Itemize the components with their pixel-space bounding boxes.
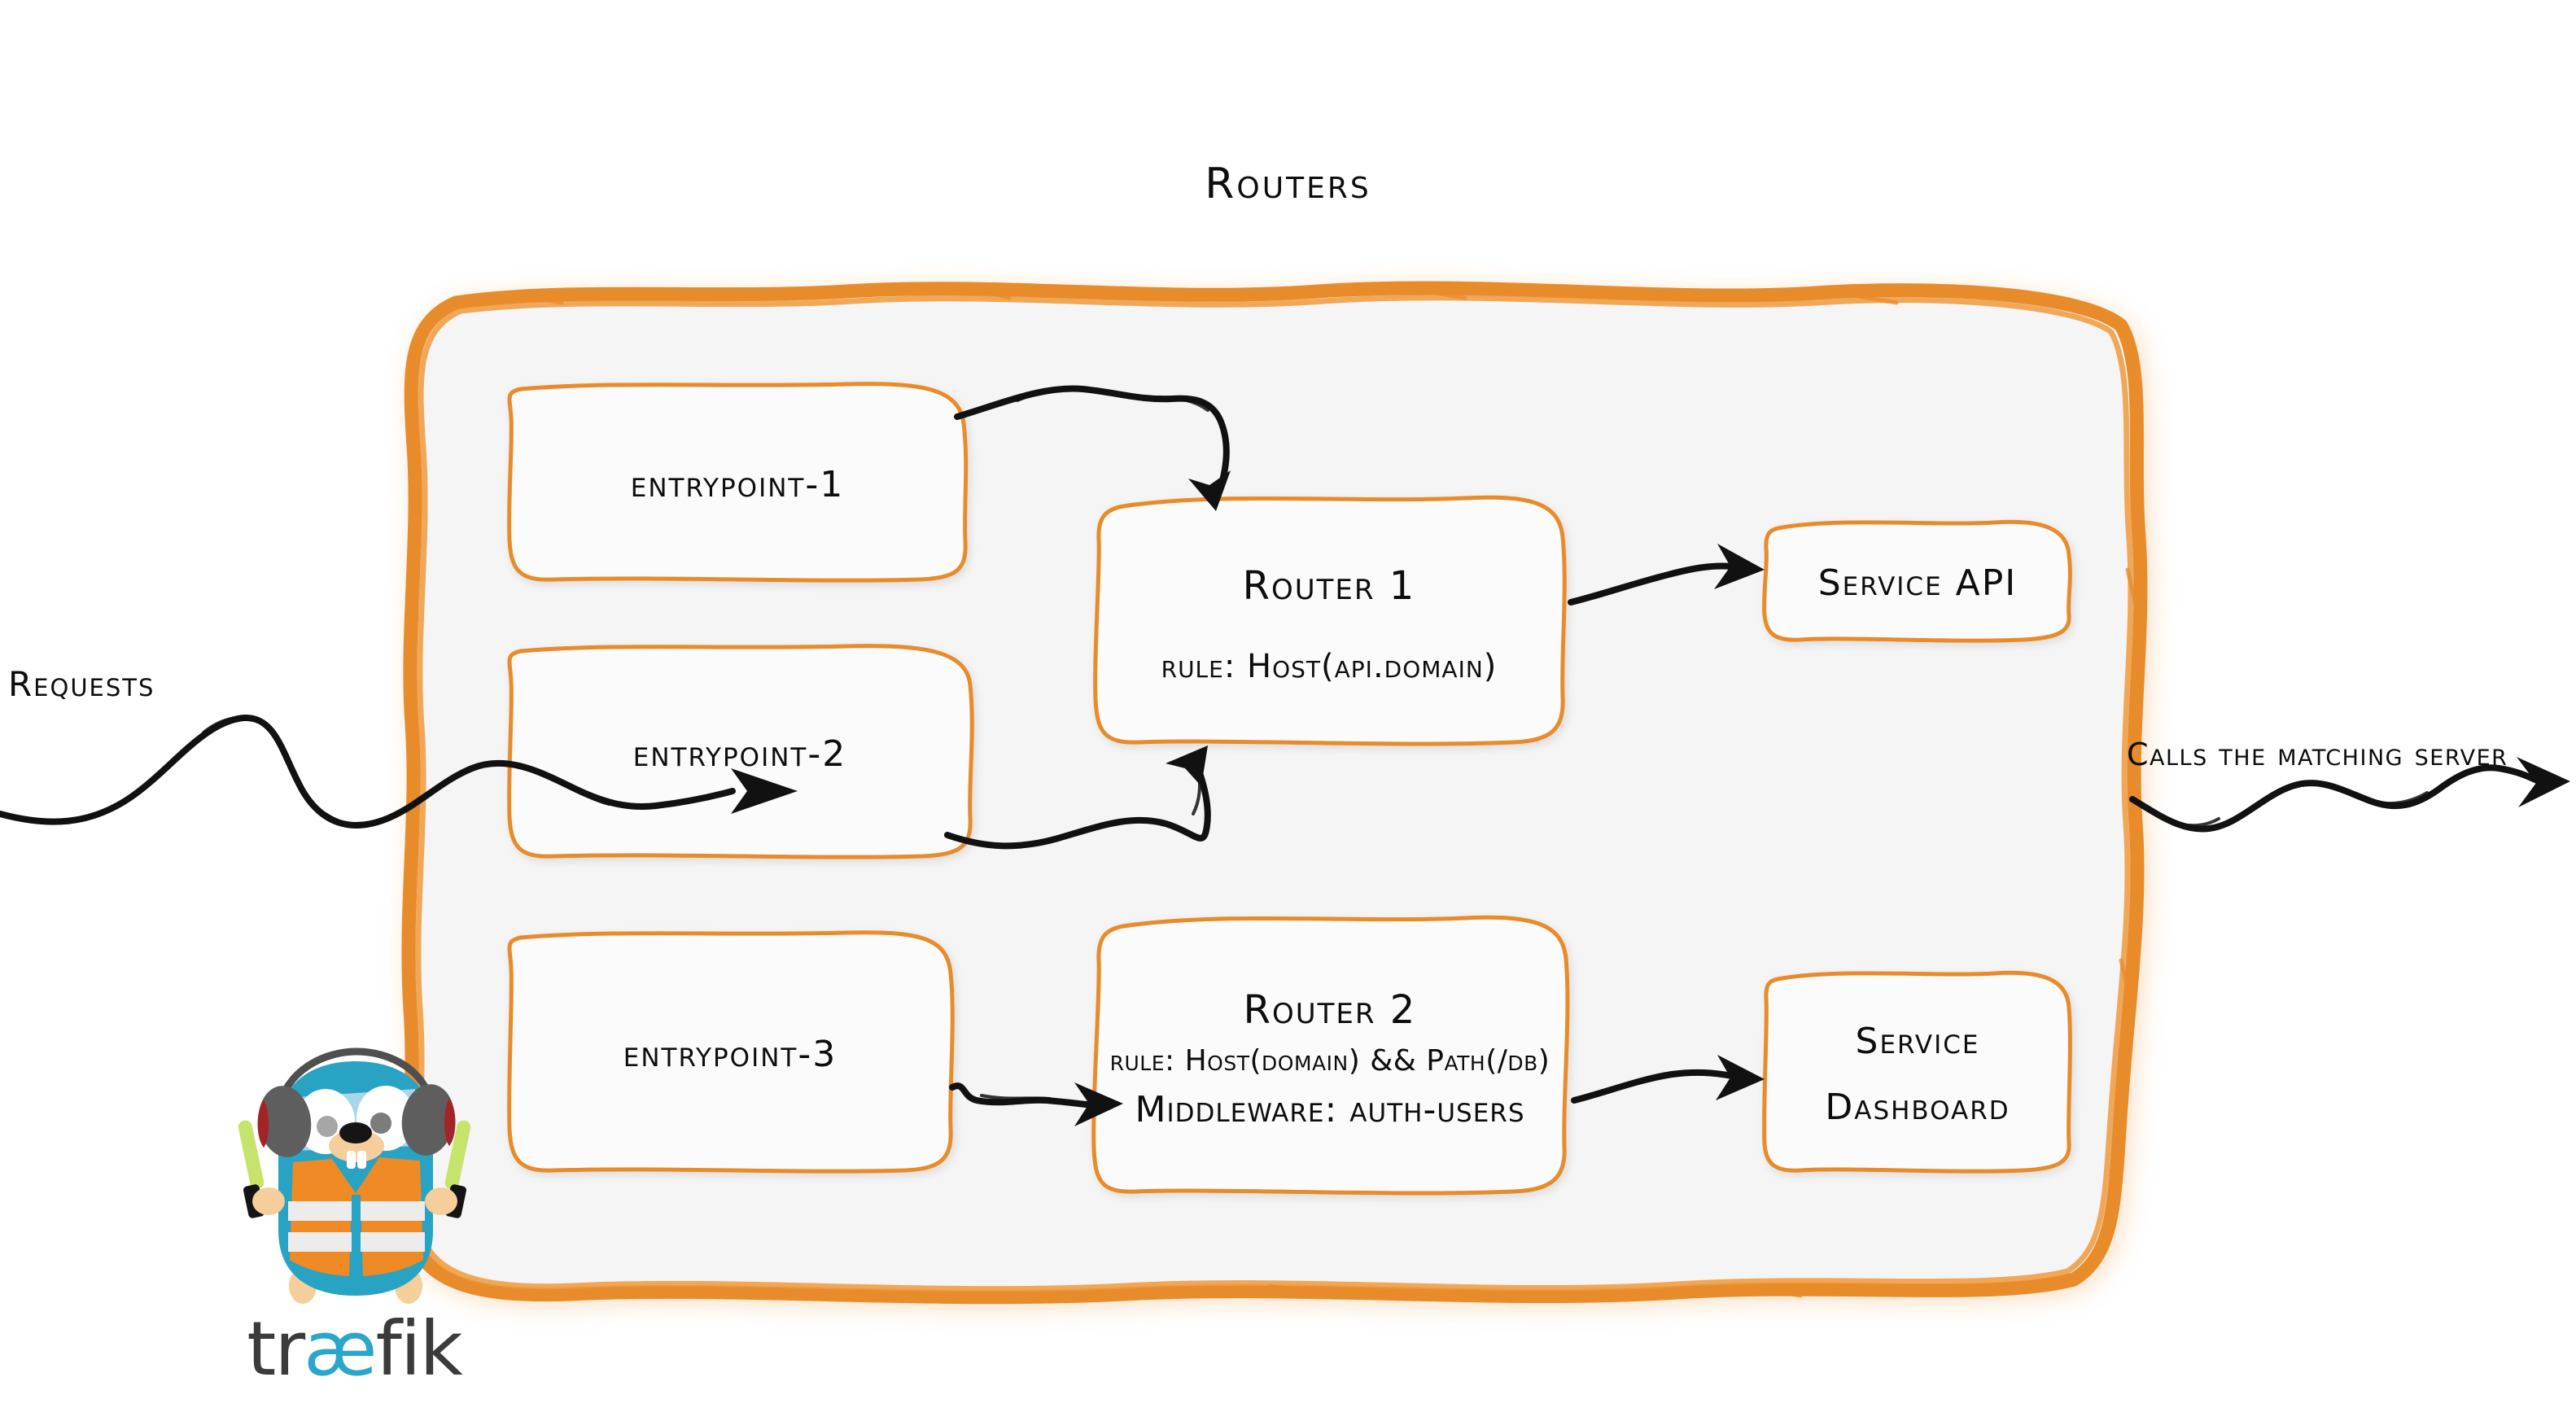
service-api-text: Service API bbox=[1817, 562, 2018, 605]
calls-caption-text: Calls the matching server bbox=[2127, 737, 2508, 772]
router-1-rule: rule: Host(api.domain) bbox=[1161, 648, 1498, 685]
traefik-wordmark-ligature: æ bbox=[304, 1305, 377, 1393]
router-2-title: Router 2 bbox=[1243, 987, 1417, 1033]
entrypoint-1-box bbox=[507, 382, 969, 583]
service-api-label: Service API bbox=[1765, 527, 2071, 640]
arrow-entrypoint2-to-router1 bbox=[944, 746, 1211, 850]
service-api-box bbox=[1762, 519, 2072, 643]
entrypoint-3-box bbox=[507, 930, 955, 1174]
arrow-entrypoint1-to-router1 bbox=[954, 385, 1231, 511]
router-2-rule: rule: Host(domain) && Path(/db) bbox=[1109, 1044, 1550, 1078]
router-1-box bbox=[1093, 495, 1567, 746]
service-dashboard-text-2: Dashboard bbox=[1825, 1087, 2010, 1128]
entrypoint-3-label: entrypoint-3 bbox=[510, 938, 951, 1170]
entrypoint-2-label: entrypoint-2 bbox=[510, 651, 970, 856]
router-1-label: Router 1 rule: Host(api.domain) bbox=[1096, 506, 1563, 742]
entrypoint-3-text: entrypoint-3 bbox=[623, 1033, 838, 1075]
router-2-middleware: Middleware: auth-users bbox=[1135, 1089, 1525, 1130]
router-2-label: Router 2 rule: Host(domain) && Path(/db)… bbox=[1094, 926, 1566, 1192]
service-dashboard-box bbox=[1762, 970, 2072, 1174]
entrypoint-2-box bbox=[507, 644, 974, 859]
traefik-wordmark: træfik bbox=[228, 1312, 480, 1387]
entrypoint-2-text: entrypoint-2 bbox=[632, 732, 847, 775]
traefik-logo: træfik bbox=[228, 1042, 480, 1408]
service-dashboard-text-1: Service bbox=[1855, 1020, 1980, 1062]
arrow-router2-to-servicedashboard bbox=[1571, 1055, 1765, 1104]
service-dashboard-label: Service Dashboard bbox=[1765, 978, 2071, 1170]
headphone-right bbox=[401, 1084, 456, 1156]
router-2-box bbox=[1091, 915, 1570, 1196]
page-title: Routers bbox=[0, 160, 2576, 208]
routers-container bbox=[401, 281, 2148, 1305]
router-1-title: Router 1 bbox=[1242, 563, 1416, 609]
headphone-left bbox=[257, 1086, 312, 1157]
traefik-wordmark-suffix: fik bbox=[375, 1305, 463, 1393]
requests-caption-text: Requests bbox=[8, 664, 155, 704]
routers-title-text: Routers bbox=[1205, 160, 1371, 208]
arrow-entrypoint3-to-router2 bbox=[949, 1082, 1123, 1126]
entrypoint-1-label: entrypoint-1 bbox=[510, 389, 965, 579]
requests-arrow bbox=[0, 714, 798, 829]
requests-caption: Requests bbox=[8, 664, 155, 704]
arrow-router1-to-serviceapi bbox=[1568, 544, 1765, 606]
calls-caption: Calls the matching server bbox=[2127, 737, 2508, 772]
traefik-gopher-icon bbox=[238, 1047, 471, 1304]
entrypoint-1-text: entrypoint-1 bbox=[630, 463, 845, 505]
traefik-wordmark-prefix: tr bbox=[247, 1305, 305, 1393]
